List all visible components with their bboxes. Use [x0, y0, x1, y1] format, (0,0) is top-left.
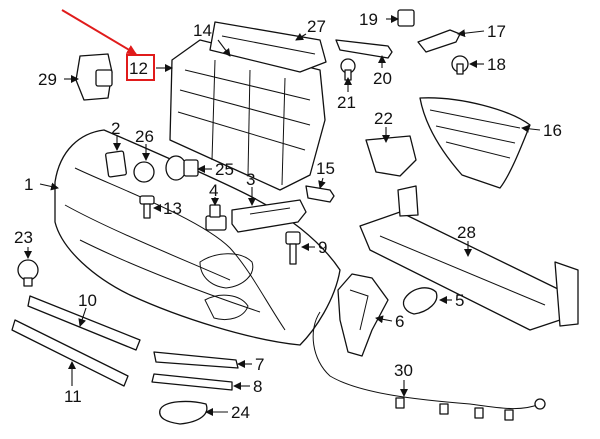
part-strip-7	[153, 351, 239, 369]
callout-14: 14	[193, 21, 212, 40]
part-reinforcement-28	[359, 185, 579, 331]
callout-2: 2	[111, 119, 120, 138]
part-sensor-bracket-29	[75, 53, 113, 101]
part-bezel-24	[159, 400, 208, 425]
part-bumper-cover	[54, 129, 341, 346]
part-cap-26	[133, 161, 155, 183]
callout-5: 5	[455, 291, 464, 310]
part-fog-lamp-25	[165, 155, 199, 181]
part-wiring-harness-30	[312, 311, 546, 421]
leader-14	[217, 39, 231, 57]
part-bracket-17	[417, 29, 461, 53]
part-trim-11	[11, 319, 129, 387]
callout-4: 4	[209, 181, 218, 200]
callout-8: 8	[253, 377, 262, 396]
callout-11: 11	[64, 387, 82, 406]
callout-26: 26	[135, 127, 154, 146]
callout-13: 13	[163, 199, 182, 218]
callout-24: 24	[231, 403, 250, 422]
callout-9: 9	[318, 238, 327, 257]
callout-labels: 1 2 3 4 5 6 7 8 9 10 11 12 13 14 15 16 1…	[14, 10, 562, 422]
leader-17	[457, 29, 485, 38]
callout-3: 3	[246, 170, 255, 189]
callout-27: 27	[307, 17, 326, 36]
callout-19: 19	[359, 10, 378, 29]
leader-27	[295, 32, 307, 41]
part-nut-19	[397, 9, 415, 27]
part-clip-2	[105, 150, 127, 178]
part-bolt-13	[139, 195, 155, 219]
part-clip-18	[451, 55, 469, 75]
part-cap-5	[402, 287, 438, 315]
callout-7: 7	[255, 355, 264, 374]
part-strip-8	[151, 373, 233, 391]
highlight-callout-12	[61, 9, 155, 81]
leader-1	[39, 182, 59, 191]
callout-28: 28	[457, 223, 476, 242]
part-retainer-4	[205, 204, 227, 231]
callout-30: 30	[394, 361, 413, 380]
callout-23: 23	[14, 228, 33, 247]
part-clip-21	[340, 58, 356, 81]
part-clip-15	[305, 185, 335, 203]
leader-10	[78, 307, 87, 327]
part-bolt-9	[285, 231, 301, 265]
highlight-box	[126, 54, 155, 81]
part-bracket-22	[365, 135, 417, 177]
callout-15: 15	[316, 159, 335, 178]
callout-20: 20	[373, 69, 392, 88]
leader-lines	[24, 15, 541, 416]
part-sensor-23	[17, 259, 39, 287]
part-grille-16	[419, 97, 531, 189]
callout-25: 25	[215, 160, 234, 179]
callout-18: 18	[487, 55, 506, 74]
callout-29: 29	[38, 70, 57, 89]
part-bracket-20	[335, 39, 393, 59]
part-bracket-6	[337, 273, 389, 357]
part-grille-assembly	[169, 21, 327, 191]
part-bracket-3	[231, 199, 307, 233]
leader-16	[521, 124, 541, 133]
callout-17: 17	[487, 22, 506, 41]
callout-12: 12	[129, 59, 148, 78]
callout-6: 6	[395, 312, 404, 331]
callout-16: 16	[543, 121, 562, 140]
callout-10: 10	[78, 291, 97, 310]
callout-21: 21	[337, 93, 356, 112]
leader-15	[318, 177, 326, 189]
leader-6	[375, 315, 393, 324]
callout-1: 1	[24, 175, 33, 194]
callout-22: 22	[374, 109, 393, 128]
highlight-arrow	[61, 9, 137, 55]
